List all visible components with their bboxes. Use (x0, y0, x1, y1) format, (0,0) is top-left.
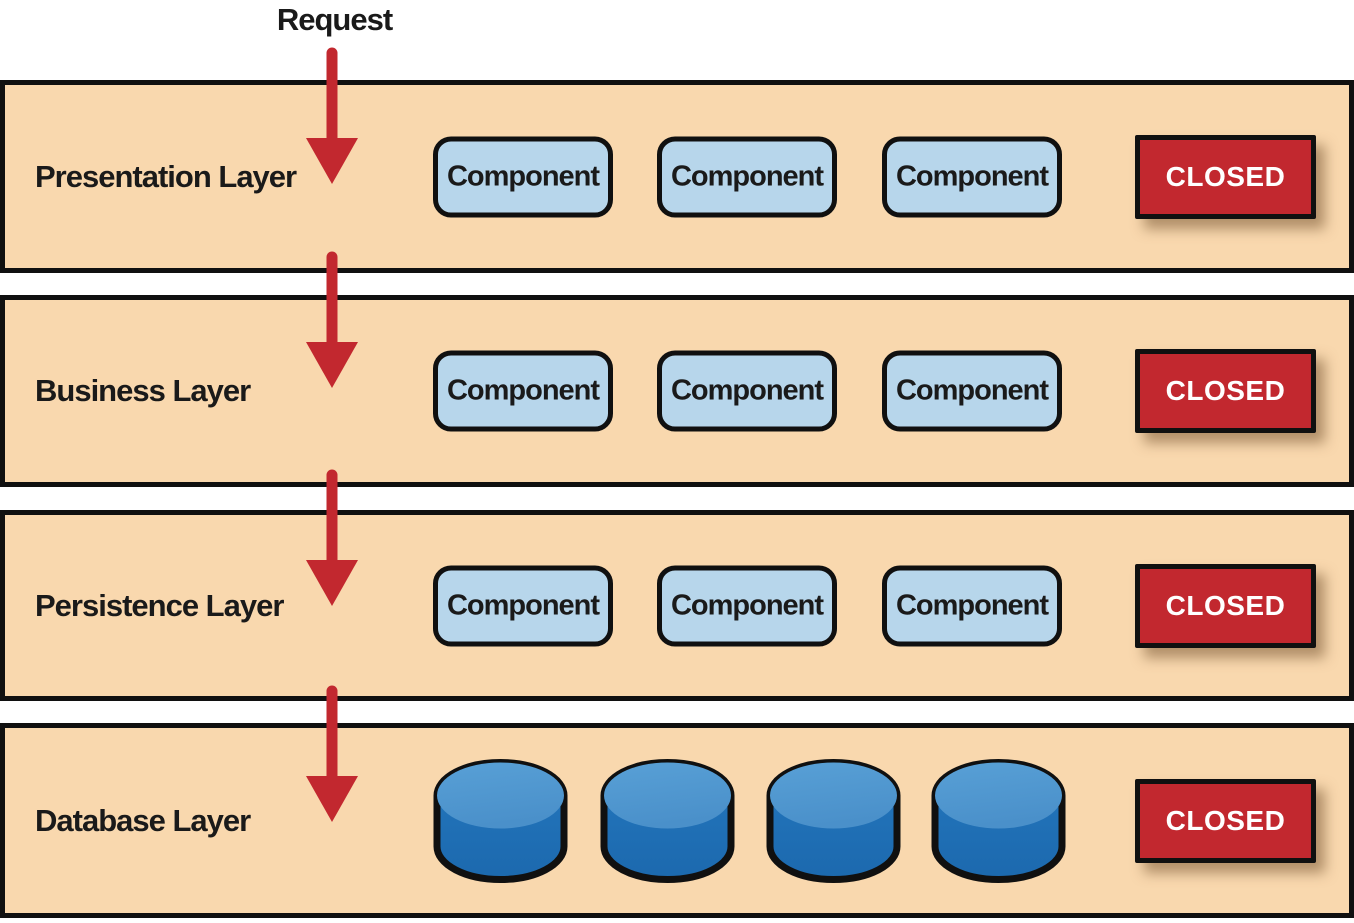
request-label: Request (276, 2, 393, 37)
component-box: Component (657, 350, 837, 432)
component-box: Component (882, 350, 1062, 432)
layer-label: Presentation Layer (35, 158, 297, 194)
component-box: Component (882, 565, 1062, 646)
component-box: Component (433, 565, 613, 646)
layer-label: Database Layer (35, 802, 251, 838)
component-box: Component (657, 565, 837, 646)
closed-badge: CLOSED (1135, 778, 1316, 863)
database-cylinder-icon (433, 758, 568, 883)
down-arrow-icon (306, 251, 358, 388)
database-cylinder-icon (600, 758, 735, 883)
component-box: Component (657, 136, 837, 217)
layer-business: Business Layer Component Component Compo… (0, 295, 1354, 487)
database-cylinder-icon (931, 758, 1066, 883)
component-box: Component (882, 136, 1062, 217)
down-arrow-icon (306, 469, 358, 606)
closed-badge: CLOSED (1135, 563, 1316, 648)
closed-badge: CLOSED (1135, 134, 1316, 219)
layer-presentation: Presentation Layer Component Component C… (0, 80, 1354, 273)
layer-label: Persistence Layer (35, 587, 284, 623)
request-down-arrow-icon (306, 47, 358, 184)
database-cylinder-icon (766, 758, 901, 883)
layer-persistence: Persistence Layer Component Component Co… (0, 510, 1354, 701)
layer-label: Business Layer (35, 373, 251, 408)
down-arrow-icon (306, 685, 358, 822)
component-box: Component (433, 350, 613, 432)
closed-badge: CLOSED (1135, 349, 1316, 433)
layer-database: Database Layer CLOSED (0, 723, 1354, 918)
component-box: Component (433, 136, 613, 217)
